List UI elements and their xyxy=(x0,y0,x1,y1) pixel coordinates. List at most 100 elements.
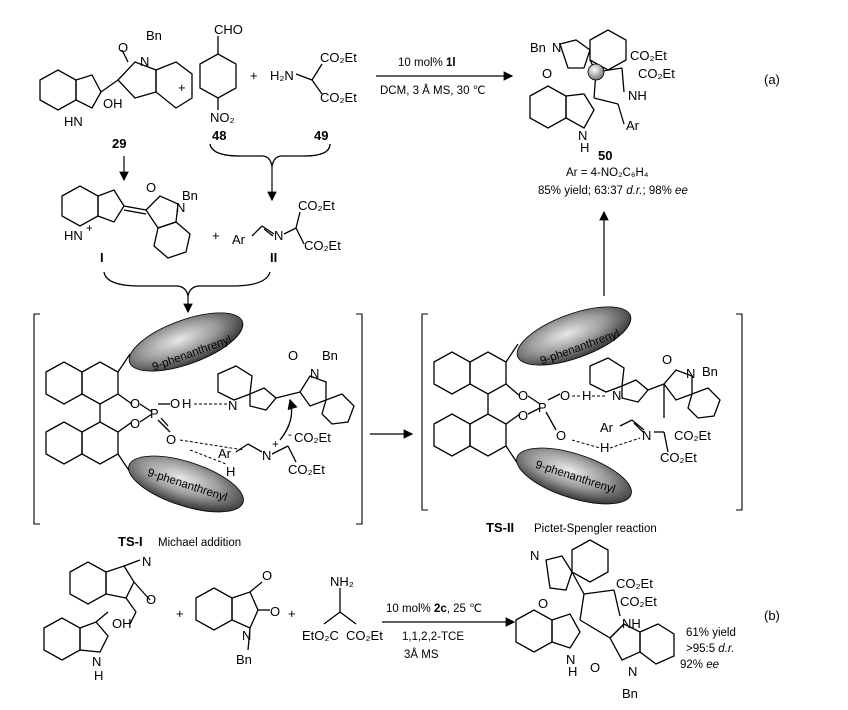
atom-h2n: H₂N xyxy=(270,68,294,83)
ts2-phen-bottom xyxy=(516,447,632,505)
atom-oh: OH xyxy=(112,616,132,631)
atom-nh2: NH₂ xyxy=(330,574,354,589)
compound-48-structure xyxy=(199,36,237,110)
atom-o: O xyxy=(166,432,176,447)
atom-hn-plus: HN xyxy=(64,228,83,243)
atom-o: O xyxy=(560,388,570,403)
atom-o: O xyxy=(118,40,128,55)
atom-h: H xyxy=(600,440,609,455)
panel-b-tag: (b) xyxy=(764,608,780,623)
atom-p: P xyxy=(538,400,547,415)
ts1-indole-oxindole xyxy=(217,365,355,425)
ts1-right-bracket xyxy=(356,313,363,525)
ts1-left-bracket xyxy=(33,313,40,525)
intermediate-I-label: I xyxy=(100,250,104,265)
atom-o: O xyxy=(662,352,672,367)
ts1-description: Michael addition xyxy=(158,537,241,549)
atom-ar: Ar xyxy=(626,118,640,133)
compound-49-label: 49 xyxy=(314,128,328,143)
atom-nh: NH xyxy=(622,616,641,631)
atom-co2et: CO₂Et xyxy=(620,594,657,609)
atom-cho: CHO xyxy=(214,22,243,37)
minus-charge: - xyxy=(288,429,292,441)
atom-h: H xyxy=(568,664,577,679)
atom-o: O xyxy=(538,596,548,611)
atom-o: O xyxy=(590,660,600,675)
atom-co2et: CO₂Et xyxy=(660,450,697,465)
atom-eto2c: EtO₂C xyxy=(302,628,339,643)
brace-I-II xyxy=(103,271,271,297)
atom-n: N xyxy=(612,388,621,403)
atom-bn: Bn xyxy=(146,28,162,43)
atom-bn: Bn xyxy=(182,188,198,203)
curved-arrow xyxy=(279,398,298,441)
h-bond xyxy=(189,449,227,465)
atom-o: O xyxy=(146,592,156,607)
atom-ar: Ar xyxy=(218,446,232,461)
atom-n: N xyxy=(242,628,251,643)
atom-p: P xyxy=(150,406,159,421)
atom-o: O xyxy=(270,604,280,619)
intermediate-I-structure xyxy=(61,185,191,259)
plus-sign: + xyxy=(212,228,220,243)
h-bond xyxy=(609,437,641,449)
atom-nh: NH xyxy=(628,88,647,103)
atom-n: N xyxy=(578,128,587,143)
plus-sign: + xyxy=(288,606,296,621)
atom-co2et: CO₂Et xyxy=(304,238,341,253)
atom-co2et: CO₂Et xyxy=(674,428,711,443)
reagent-b-ms: 3Å MS xyxy=(404,648,439,661)
ar-definition: Ar = 4-NO₂C₆H₄ xyxy=(566,167,649,179)
ts1-binaphthyl xyxy=(45,353,171,473)
atom-h: H xyxy=(580,140,589,155)
atom-bn: Bn xyxy=(236,652,252,667)
ts1-phen-top xyxy=(128,312,244,372)
atom-no2: NO₂ xyxy=(210,110,235,125)
reagent-b-top: 10 mol% 2c, 25 ℃ xyxy=(386,603,482,615)
atom-n: N xyxy=(566,652,575,667)
atom-o: O xyxy=(146,180,156,195)
atom-o: O xyxy=(518,388,528,403)
stereocenter-ball xyxy=(587,63,605,81)
ts1-phen-bottom xyxy=(128,455,244,513)
atom-ar: Ar xyxy=(600,420,614,435)
result-a: 85% yield; 63:37 d.r.; 98% ee xyxy=(538,185,688,197)
atom-h: H xyxy=(582,388,591,403)
compound-49-structure xyxy=(295,63,323,95)
plus-charge: + xyxy=(272,439,279,451)
compound-29-label: 29 xyxy=(112,136,126,151)
atom-o: O xyxy=(262,568,272,583)
atom-co2et: CO₂Et xyxy=(294,430,331,445)
plus-charge: + xyxy=(86,223,93,235)
atom-o: O xyxy=(170,396,180,411)
atom-bn: Bn xyxy=(622,686,638,701)
b-isatin-structure xyxy=(195,581,270,651)
ts1-imine xyxy=(235,443,297,463)
plus-sign: + xyxy=(178,80,186,95)
atom-n: N xyxy=(142,554,151,569)
atom-o: O xyxy=(556,428,566,443)
b-aminomalonate-structure xyxy=(323,588,357,625)
atom-o: O xyxy=(542,66,552,81)
atom-co2et: CO₂Et xyxy=(298,198,335,213)
atom-co2et: CO₂Et xyxy=(346,628,383,643)
plus-sign: + xyxy=(176,606,184,621)
atom-o: O xyxy=(130,396,140,411)
reagent-b-solvent: 1,1,2,2-TCE xyxy=(402,631,464,643)
ts2-phen-top xyxy=(516,306,632,366)
atom-o: O xyxy=(130,416,140,431)
atom-ar: Ar xyxy=(232,232,246,247)
atom-hn: HN xyxy=(64,114,83,129)
atom-oh: OH xyxy=(103,96,123,111)
atom-co2et: CO₂Et xyxy=(320,50,357,65)
atom-o: O xyxy=(288,348,298,363)
result-b-yield: 61% yield xyxy=(686,627,736,639)
b-product-structure xyxy=(515,539,675,665)
compound-29-structure xyxy=(39,49,193,111)
intermediate-II-label: II xyxy=(270,250,277,265)
atom-co2et: CO₂Et xyxy=(288,462,325,477)
plus-sign: + xyxy=(250,68,258,83)
reagent-a-top: 10 mol% 1l xyxy=(398,57,456,69)
